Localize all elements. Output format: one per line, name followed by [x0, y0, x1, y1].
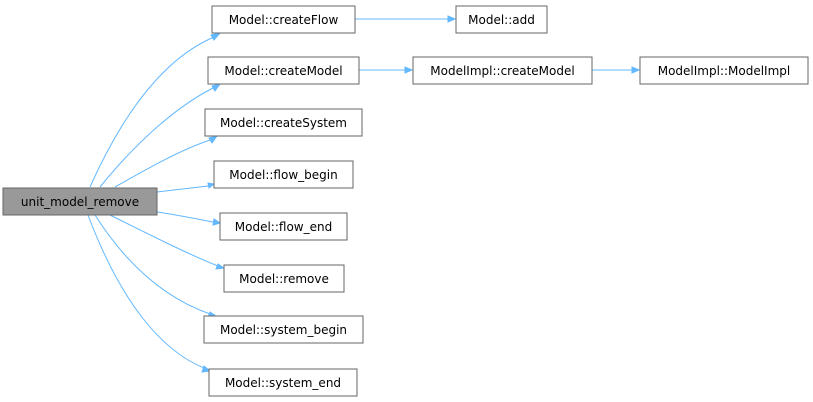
edge-createModel-to-implCreateModel — [359, 66, 414, 74]
node-label-modelimpl-createmodel: ModelImpl::createModel — [430, 64, 574, 78]
edge-line — [94, 214, 211, 315]
edge-line — [87, 214, 205, 369]
edge-root-to-remove — [109, 214, 226, 270]
node-model-flow-begin[interactable]: Model::flow_begin — [213, 160, 354, 189]
edge-arrowhead-icon — [207, 182, 216, 189]
edge-arrowhead-icon — [212, 218, 222, 226]
node-label-model-createsystem: Model::createSystem — [220, 116, 347, 130]
node-modelimpl-modelimpl[interactable]: ModelImpl::ModelImpl — [639, 56, 809, 85]
node-model-createflow[interactable]: Model::createFlow — [211, 5, 356, 34]
edge-root-to-systemBegin — [94, 214, 218, 318]
edge-line — [156, 211, 214, 223]
node-label-model-add: Model::add — [468, 13, 535, 27]
edge-implCreateModel-to-implCtor — [592, 66, 641, 74]
edge-line — [156, 185, 209, 193]
edge-root-to-flowBegin — [156, 182, 216, 193]
edge-arrowhead-icon — [404, 66, 414, 74]
node-label-model-system-begin: Model::system_begin — [220, 323, 347, 337]
node-model-createsystem[interactable]: Model::createSystem — [204, 108, 363, 137]
edge-root-to-flowEnd — [156, 211, 222, 226]
edge-line — [99, 87, 214, 188]
edge-line — [109, 214, 219, 267]
node-model-add[interactable]: Model::add — [455, 5, 548, 34]
node-label-model-flow-end: Model::flow_end — [235, 220, 332, 234]
edge-root-to-createSystem — [114, 135, 219, 188]
edge-arrowhead-icon — [631, 66, 641, 74]
edge-root-to-createModel — [99, 83, 222, 188]
edge-createFlow-to-add — [355, 15, 457, 23]
edge-root-to-createFlow — [89, 32, 222, 188]
edge-root-to-systemEnd — [87, 214, 212, 373]
edge-arrowhead-icon — [215, 263, 226, 270]
edge-line — [114, 139, 211, 188]
node-model-system-begin[interactable]: Model::system_begin — [203, 315, 364, 344]
node-model-system-end[interactable]: Model::system_end — [208, 368, 358, 397]
node-label-model-system-end: Model::system_end — [225, 376, 341, 390]
node-model-remove[interactable]: Model::remove — [223, 264, 345, 293]
node-model-flow-end[interactable]: Model::flow_end — [219, 212, 348, 241]
edge-line — [89, 36, 215, 188]
node-label-modelimpl-modelimpl: ModelImpl::ModelImpl — [658, 64, 791, 78]
node-label-model-flow-begin: Model::flow_begin — [229, 168, 337, 182]
node-modelimpl-createmodel[interactable]: ModelImpl::createModel — [412, 56, 593, 85]
node-unit-model-remove[interactable]: unit_model_remove — [2, 187, 158, 216]
edges-layer — [87, 15, 641, 373]
node-label-model-createmodel: Model::createModel — [224, 64, 342, 78]
edge-arrowhead-icon — [447, 15, 457, 23]
edge-arrowhead-icon — [208, 135, 219, 144]
edge-arrowhead-icon — [211, 83, 222, 92]
node-model-createmodel[interactable]: Model::createModel — [207, 56, 360, 85]
edge-arrowhead-icon — [210, 32, 222, 41]
edge-arrowhead-icon — [201, 365, 212, 373]
node-label-model-createflow: Model::createFlow — [229, 13, 339, 27]
node-label-model-remove: Model::remove — [239, 272, 329, 286]
node-label-unit-model-remove: unit_model_remove — [21, 195, 139, 209]
